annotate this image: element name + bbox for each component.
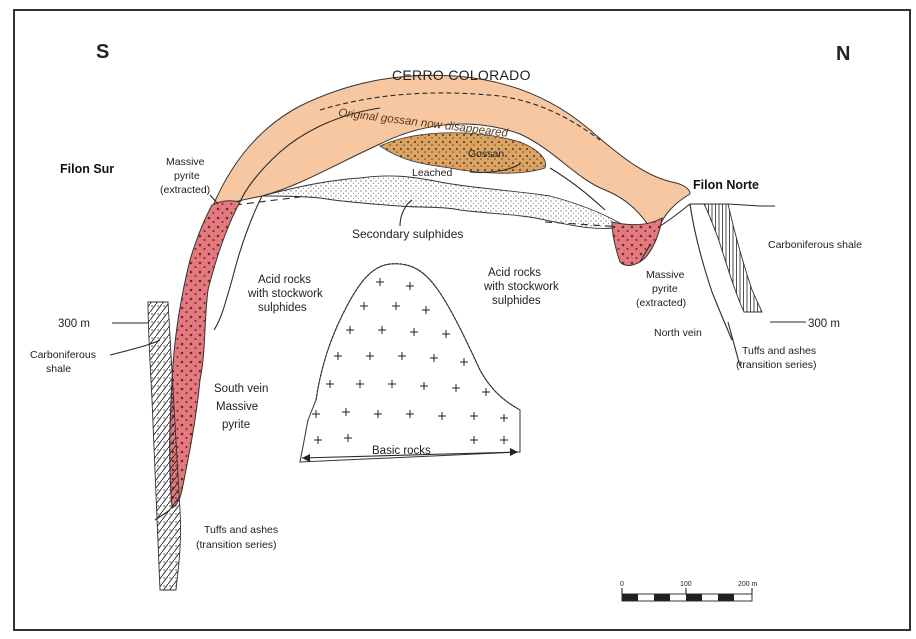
scale-tick-200: 200 m — [738, 581, 758, 588]
filon-norte-label: Filon Norte — [693, 178, 759, 192]
carboniferous-shale-right-label: Carboniferous shale — [768, 239, 862, 251]
north-vein-label: North vein — [654, 327, 702, 339]
diagram-title: CERRO COLORADO — [392, 67, 531, 83]
scale-tick-100: 100 — [680, 581, 692, 588]
gossan-small-label: Gossan — [468, 148, 504, 160]
compass-south: S — [96, 41, 109, 63]
depth-label-right: 300 m — [808, 318, 840, 330]
secondary-sulphides-label: Secondary sulphides — [352, 227, 463, 241]
leached-label: Leached — [412, 167, 452, 179]
filon-sur-label: Filon Sur — [60, 162, 114, 176]
compass-north: N — [836, 43, 850, 65]
basic-rocks-label: Basic rocks — [372, 445, 431, 457]
depth-label-left: 300 m — [58, 318, 90, 330]
scale-tick-0: 0 — [620, 581, 624, 588]
